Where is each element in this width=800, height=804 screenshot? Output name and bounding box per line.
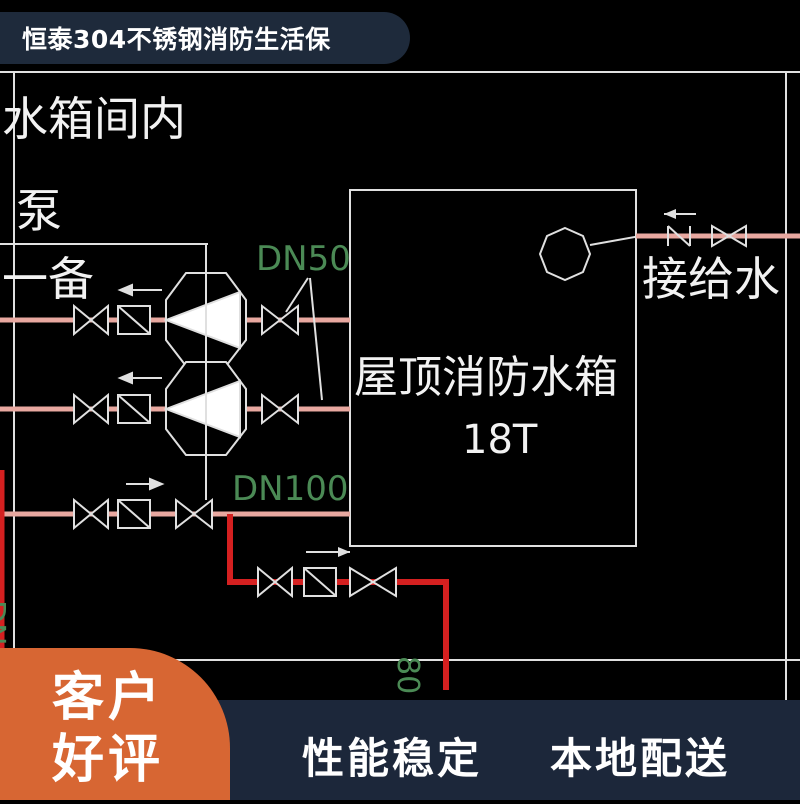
room-label: 水箱间内 <box>2 92 186 146</box>
gate-valve-icon <box>261 303 299 337</box>
feature-stable-performance: 性能稳定 <box>302 734 483 783</box>
feature-local-delivery: 本地配送 <box>550 734 731 783</box>
gate-valve-icon <box>349 566 397 598</box>
page-title: 恒泰304不锈钢消防生活保 <box>22 25 331 54</box>
riser-pipe <box>227 514 449 690</box>
gate-valve-icon <box>73 497 109 531</box>
badge-line-1: 客户 <box>52 668 165 728</box>
fire-water-tank <box>349 189 637 547</box>
gate-valve-icon <box>257 565 293 599</box>
dn50-label: DN50 <box>256 239 351 279</box>
float-valve-icon <box>538 226 592 282</box>
standby-label: 一备 <box>2 252 94 306</box>
tank-capacity: 18T <box>462 417 538 463</box>
float-valve-link <box>589 235 641 246</box>
gate-valve-icon <box>73 303 109 337</box>
flow-arrow-head <box>338 547 350 557</box>
check-valve-icon <box>667 225 691 247</box>
gate-valve-icon <box>711 224 747 248</box>
badge-line-2: 好评 <box>52 730 165 790</box>
gate-valve-icon <box>73 392 109 426</box>
gate-valve-icon <box>261 392 299 426</box>
dn100-label: DN100 <box>232 469 349 509</box>
inlet-label: 接给水 <box>642 252 780 306</box>
review-badge <box>0 648 230 800</box>
pump-label: 泵 <box>16 184 62 238</box>
leader-line <box>309 277 323 401</box>
pipe-80-label: 80 <box>390 656 425 695</box>
gate-valve-icon <box>175 497 213 531</box>
tank-label: 屋顶消防水箱 <box>354 352 618 403</box>
flow-arrow-head <box>664 209 676 219</box>
title-banner <box>0 12 410 64</box>
leader-line <box>285 277 309 313</box>
